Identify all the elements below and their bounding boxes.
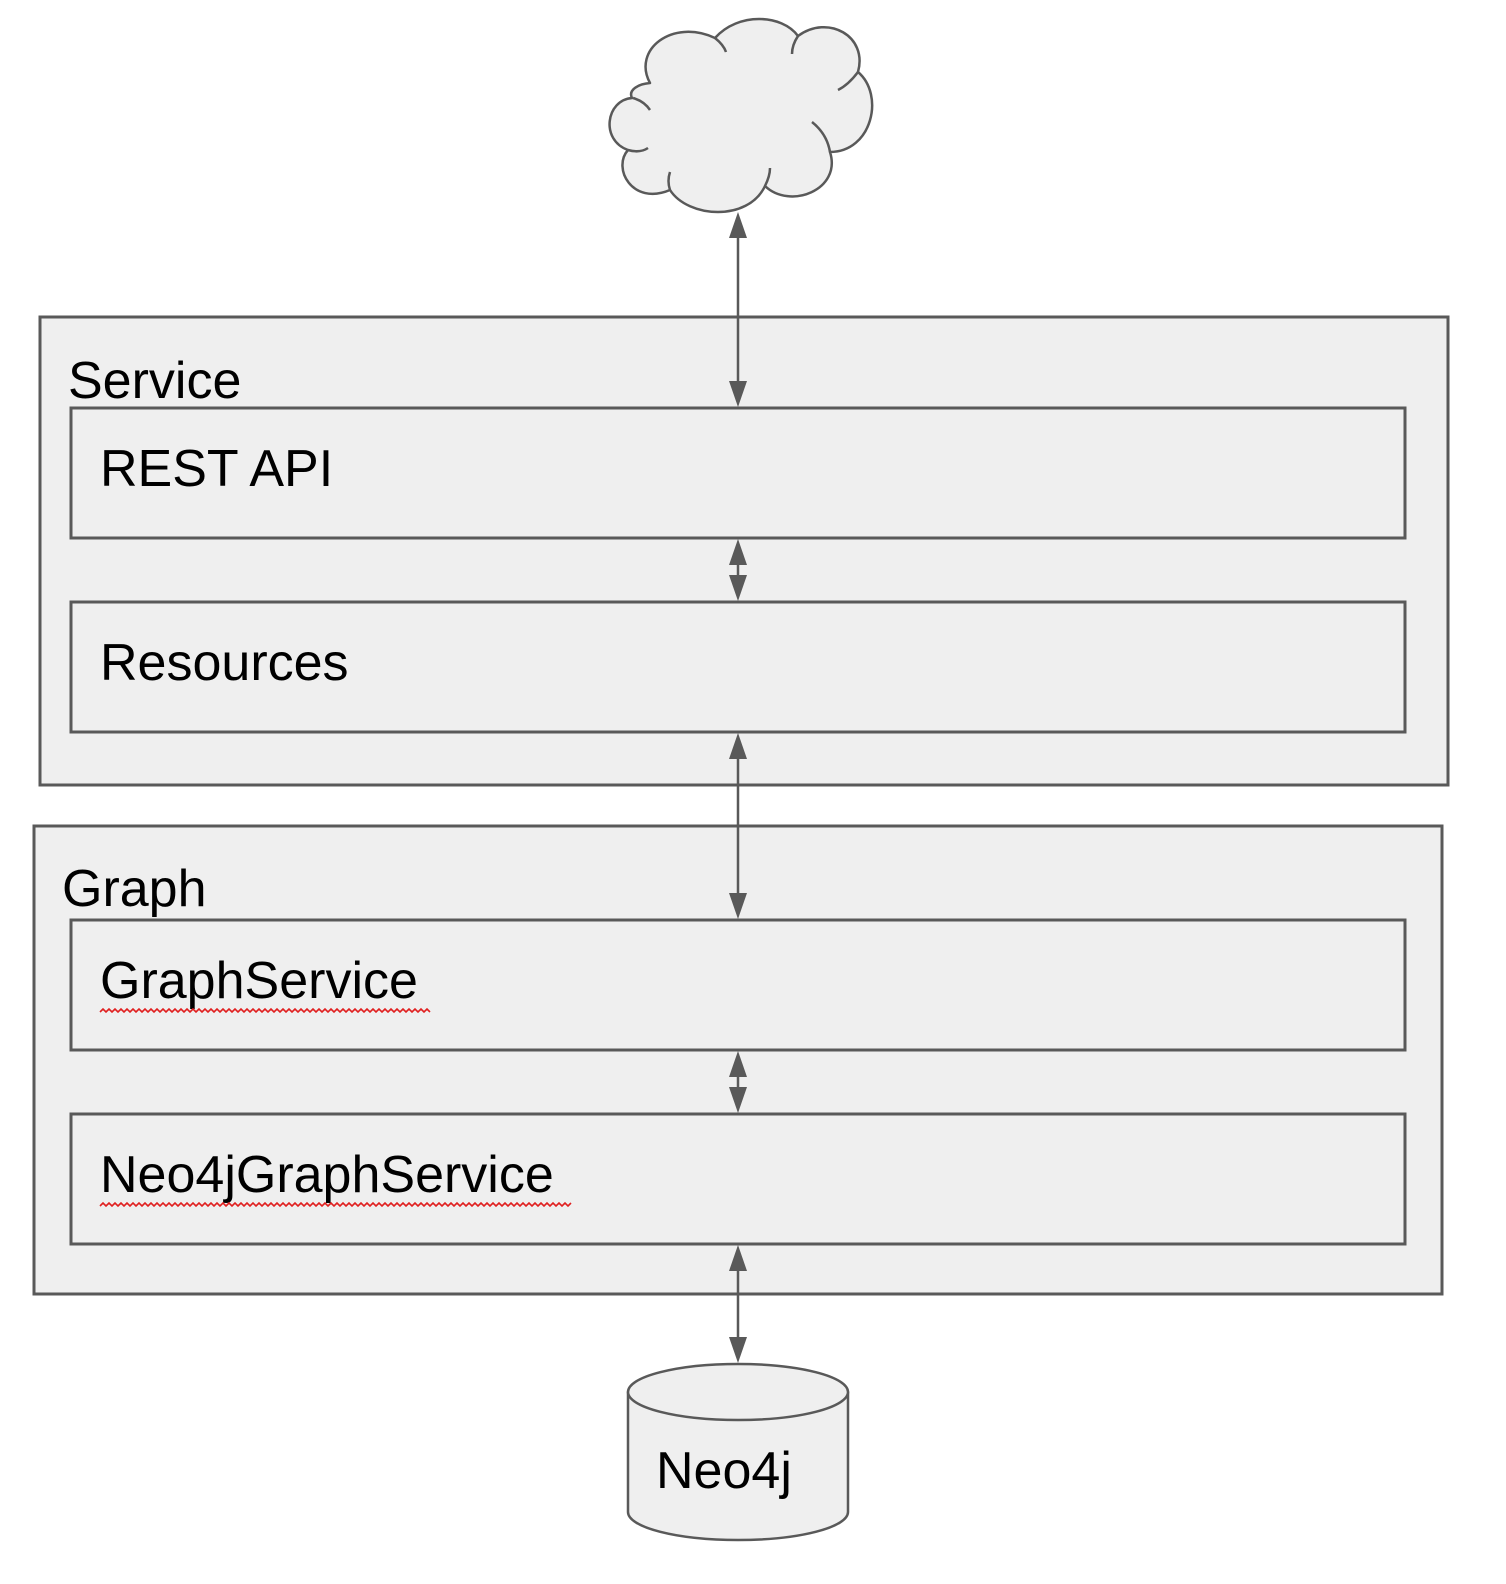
- graph-service-box: GraphService: [69, 918, 1407, 1052]
- resources-box: Resources: [69, 600, 1407, 734]
- neo4j-graph-service-label: Neo4jGraphService: [100, 1146, 554, 1204]
- rest-api-label: REST API: [100, 440, 333, 498]
- arrowhead-up: [729, 733, 747, 759]
- spellcheck-underline: [99, 1007, 431, 1014]
- connector-rest-api-resources: [729, 539, 747, 601]
- connector-cloud-rest-api: [729, 212, 747, 407]
- graph-service-label: GraphService: [100, 952, 418, 1010]
- neo4j-graph-service-box: Neo4jGraphService: [69, 1112, 1407, 1246]
- rest-api-box: REST API: [69, 406, 1407, 540]
- arrowhead-down: [729, 893, 747, 919]
- connector-resources-graph-service: [729, 733, 747, 919]
- cloud-icon: [608, 17, 874, 214]
- arrowhead-up: [729, 1051, 747, 1077]
- connector-neo4j-graph-service-neo4j: [729, 1245, 747, 1363]
- arrowhead-down: [729, 1337, 747, 1363]
- neo4j-label: Neo4j: [656, 1442, 792, 1500]
- arrowhead-up: [729, 1245, 747, 1271]
- arrowhead-down: [729, 381, 747, 407]
- connector-graph-service-neo4j-graph-service: [729, 1051, 747, 1113]
- arrowhead-down: [729, 1087, 747, 1113]
- spellcheck-underline: [99, 1201, 572, 1208]
- arrowhead-up: [729, 212, 747, 238]
- service-label: Service: [68, 352, 241, 410]
- resources-label: Resources: [100, 634, 349, 692]
- database-cylinder-icon: Neo4j: [626, 1362, 850, 1542]
- arrowhead-up: [729, 539, 747, 565]
- arrowhead-down: [729, 575, 747, 601]
- graph-label: Graph: [62, 860, 207, 918]
